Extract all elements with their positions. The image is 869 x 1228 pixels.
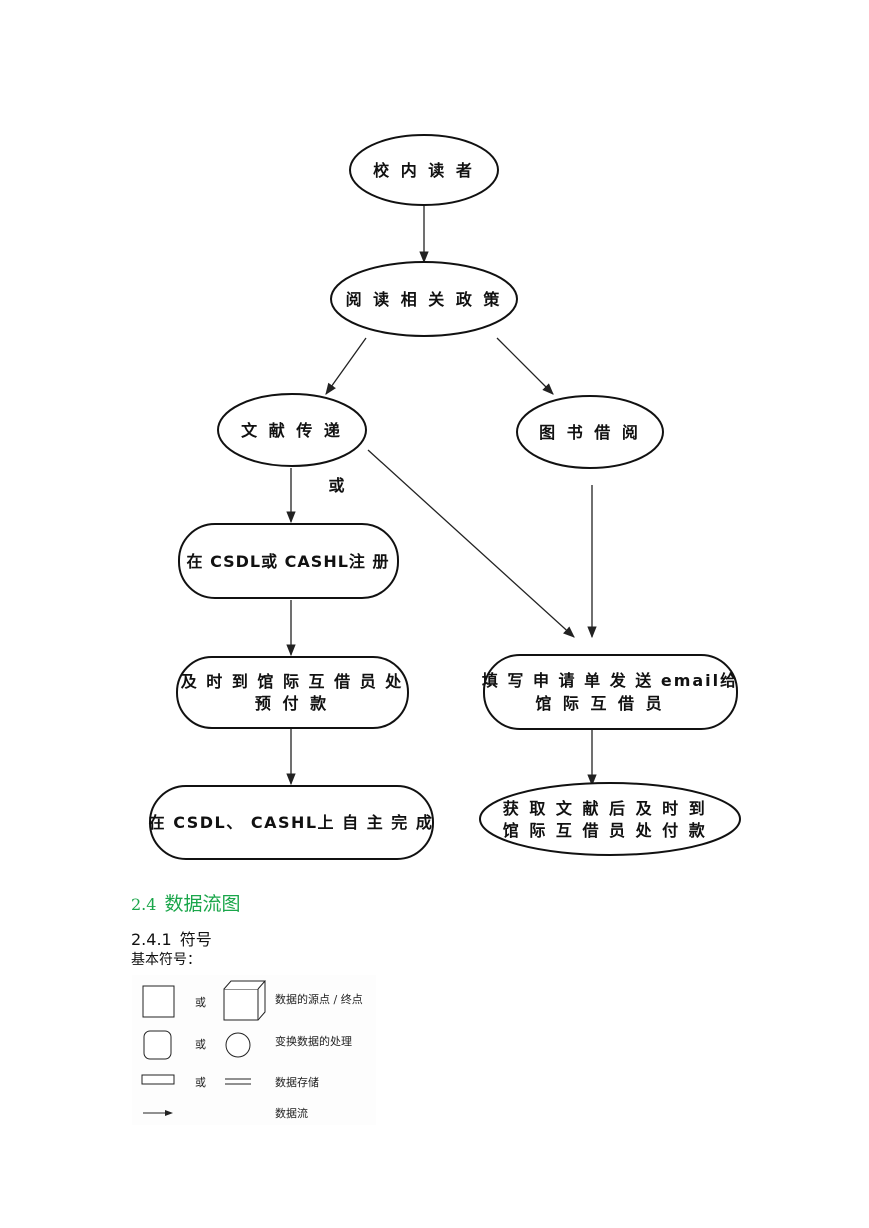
flowchart: 校 内 读 者 阅 读 相 关 政 策 文 献 传 递 图 书 借 阅 或 在 …: [149, 134, 741, 860]
legend-source-sink-label: 数据的源点 / 终点: [275, 992, 363, 1006]
subsection-title: 符号: [179, 930, 212, 949]
data-flow-arrow-icon: [143, 1110, 173, 1116]
node-prepay: 及 时 到 馆 际 互 借 员 处 预 付 款: [176, 656, 409, 729]
node-book-borrow-label: 图 书 借 阅: [539, 423, 641, 442]
node-campus-reader: 校 内 读 者: [349, 134, 499, 206]
section-title: 数据流图: [164, 893, 241, 915]
node-campus-reader-label: 校 内 读 者: [373, 161, 475, 180]
process-rounded-square-icon: [143, 1030, 172, 1060]
source-sink-square-icon: [142, 985, 175, 1018]
edge-policy-to-borrow: [496, 337, 554, 395]
node-pay-after-label-1: 获 取 文 献 后 及 时 到: [503, 799, 708, 818]
legend-or-1: 或: [195, 996, 206, 1009]
subsection-number: 2.4.1: [131, 930, 172, 949]
edge-policy-to-delivery: [325, 337, 367, 395]
edge-delivery-to-fill-form: [367, 449, 575, 638]
source-sink-cube-icon: [223, 980, 267, 1021]
node-self-complete: 在 CSDL、 CASHL上 自 主 完 成: [149, 785, 434, 860]
node-self-complete-label: 在 CSDL、 CASHL上 自 主 完 成: [149, 813, 434, 832]
legend-process-label: 变换数据的处理: [275, 1034, 352, 1048]
node-fill-form: 填 写 申 请 单 发 送 email给 馆 际 互 借 员: [482, 654, 738, 730]
node-prepay-label-2: 预 付 款: [255, 694, 329, 713]
legend-or-2: 或: [195, 1038, 206, 1051]
section-heading: 2.4 数据流图: [131, 889, 240, 916]
process-circle-icon: [225, 1032, 251, 1058]
section-number: 2.4: [131, 895, 157, 914]
data-store-double-line-icon: [225, 1078, 251, 1085]
node-register: 在 CSDL或 CASHL注 册: [178, 523, 399, 599]
subsection-heading: 2.4.1 符号: [131, 926, 212, 950]
node-fill-form-label-1: 填 写 申 请 单 发 送 email给: [482, 671, 738, 690]
node-prepay-label-1: 及 时 到 馆 际 互 借 员 处: [181, 672, 404, 691]
node-pay-after-label-2: 馆 际 互 借 员 处 付 款: [503, 821, 708, 840]
or-label: 或: [328, 476, 347, 495]
node-book-borrow: 图 书 借 阅: [516, 395, 664, 469]
node-pay-after: 获 取 文 献 后 及 时 到 馆 际 互 借 员 处 付 款: [479, 782, 741, 856]
flowchart-edges: [286, 206, 597, 787]
node-read-policy-label: 阅 读 相 关 政 策: [346, 290, 503, 309]
symbol-legend: 或 数据的源点 / 终点 或 变换数据的处理 或 数据存储 数据流: [132, 975, 376, 1125]
node-fill-form-label-2: 馆 际 互 借 员: [535, 694, 664, 713]
legend-data-store-label: 数据存储: [275, 1075, 319, 1089]
legend-data-flow-label: 数据流: [275, 1106, 308, 1120]
legend-or-3: 或: [195, 1076, 206, 1089]
node-read-policy: 阅 读 相 关 政 策: [330, 261, 518, 337]
node-doc-delivery: 文 献 传 递: [217, 393, 367, 467]
data-store-open-rect-icon: [141, 1074, 175, 1085]
basic-symbols-label: 基本符号：: [131, 952, 201, 968]
node-doc-delivery-label: 文 献 传 递: [241, 421, 343, 440]
node-register-label: 在 CSDL或 CASHL注 册: [187, 552, 390, 571]
